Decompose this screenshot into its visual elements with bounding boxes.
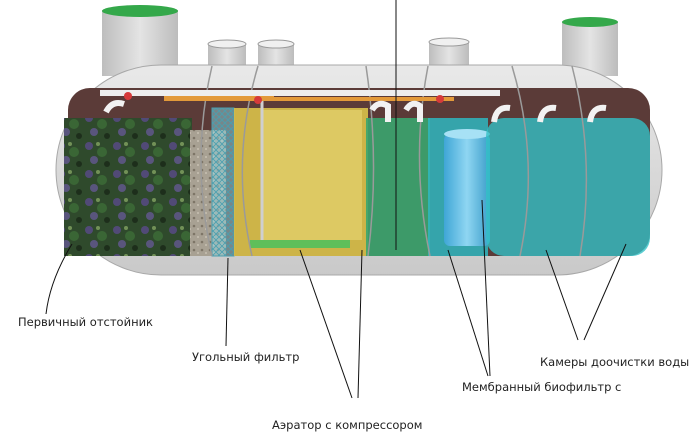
pipe-elbow-6 [587, 104, 607, 123]
valve-red-1 [124, 92, 132, 100]
partition-6 [571, 65, 588, 257]
valve-red-3 [436, 95, 444, 103]
riser-small-2-top [257, 39, 295, 49]
partition-3 [365, 65, 375, 257]
carbon-filter-mesh [211, 107, 235, 257]
label-carbon-filter: Угольный фильтр [192, 350, 300, 364]
partition-2 [241, 65, 259, 257]
partition-4 [418, 65, 431, 257]
callout-chamber-1 [545, 249, 579, 341]
membrane-cartridge [444, 134, 490, 246]
callout-aerator-1 [299, 249, 353, 399]
label-membrane-biofilter: Мембранный биофильтр с [462, 380, 622, 394]
pipe-elbow-5 [537, 104, 557, 123]
label-post-treatment-chambers: Камеры доочистки воды [540, 355, 690, 369]
pipes [100, 90, 607, 123]
callout-chamber-2 [583, 243, 627, 341]
post-treatment-zone [486, 118, 650, 256]
partition-1 [200, 65, 213, 257]
callout-membrane-1 [447, 249, 489, 377]
pipe-orange-1 [164, 96, 274, 101]
aerator-inner [262, 110, 362, 240]
riser-small-1-top [207, 39, 247, 49]
riser-small-3-top [428, 37, 470, 47]
callout-carbon [225, 257, 229, 347]
label-aerator: Аэратор с компрессором [272, 418, 423, 432]
pipe-orange-2 [274, 97, 454, 101]
pipe-elbow-2 [369, 100, 391, 122]
aerator-grid [250, 240, 350, 248]
partitions [200, 65, 588, 257]
label-primary-settler: Первичный отстойник [18, 315, 154, 329]
pipe-elbow-1 [103, 100, 125, 114]
callout-primary [45, 243, 73, 315]
pipe-main-white [100, 90, 500, 96]
callout-membrane-2 [481, 199, 491, 377]
riser-left-cap [102, 5, 178, 17]
callout-lines [45, 0, 627, 399]
valve-red-2 [254, 96, 262, 104]
membrane-cartridge-top [444, 129, 490, 139]
partition-5 [511, 65, 530, 257]
pipe-elbow-3 [403, 100, 423, 122]
callout-aerator-2 [357, 249, 363, 399]
primary-settler-zone [64, 118, 192, 256]
pipe-elbow-4 [491, 104, 511, 123]
riser-right-cap [562, 17, 618, 27]
